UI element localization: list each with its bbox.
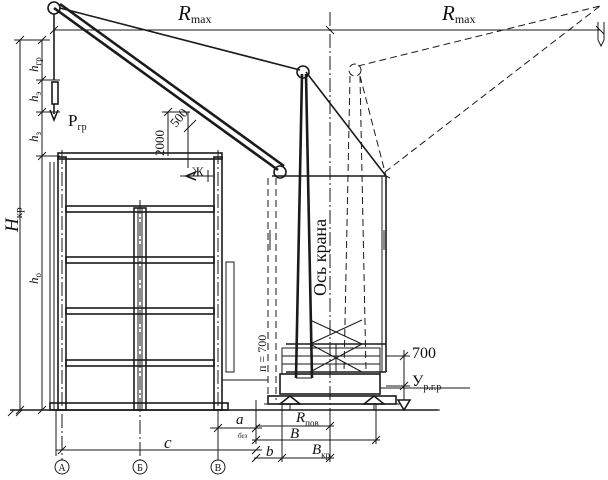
crane-axis-label: Ось крана bbox=[310, 219, 330, 296]
axis-marker-a: А bbox=[54, 459, 70, 475]
dim-700: 700 bbox=[412, 345, 436, 362]
axis-marker-b: Б bbox=[132, 459, 148, 475]
rpov-label: Rпов bbox=[295, 410, 319, 428]
bkr-label: Bкр bbox=[312, 442, 331, 460]
tower-base-truss bbox=[286, 319, 386, 373]
dim-2000: 2000 bbox=[152, 130, 167, 156]
rmax-dimension bbox=[49, 22, 605, 38]
dim-700-marks bbox=[386, 350, 410, 392]
building-frame bbox=[49, 152, 268, 411]
axis-label-b: Б bbox=[137, 463, 143, 474]
b-small-label: b bbox=[266, 444, 274, 460]
a-label: a bbox=[236, 412, 244, 428]
roof-clearance-dims bbox=[162, 107, 214, 182]
load-label: Pгр bbox=[68, 111, 87, 133]
axis-marker-v: В bbox=[210, 459, 226, 475]
hz-label: hз bbox=[26, 132, 43, 143]
zh-label: Ж bbox=[192, 164, 204, 179]
ground-line bbox=[7, 409, 438, 417]
bottom-dimensions bbox=[55, 400, 381, 463]
level-mark bbox=[380, 387, 470, 412]
hkr-label: Hкр bbox=[2, 207, 25, 233]
crane-boom bbox=[47, 1, 387, 179]
level-label: Ур.г.р bbox=[412, 373, 441, 393]
crane-base bbox=[264, 347, 400, 410]
rmax-label-left: Rmax bbox=[177, 1, 212, 26]
axis-label-a: А bbox=[58, 463, 66, 474]
c-label: c bbox=[164, 433, 172, 452]
n700-label: п = 700 bbox=[255, 335, 269, 372]
crane-boom-alt bbox=[343, 5, 605, 373]
axis-label-v: В bbox=[215, 463, 222, 474]
hgr-label: hгр bbox=[26, 57, 43, 72]
rmax-label-right: Rmax bbox=[441, 1, 476, 26]
grid-axes bbox=[61, 150, 219, 460]
b-big-label: B bbox=[290, 426, 299, 442]
he-label: hэ bbox=[26, 92, 43, 103]
height-dimensions bbox=[14, 35, 60, 415]
a-sub-label: без bbox=[238, 432, 248, 440]
ho-label: hо bbox=[26, 273, 43, 285]
hook-load bbox=[49, 14, 59, 123]
crane-tower bbox=[267, 65, 387, 400]
